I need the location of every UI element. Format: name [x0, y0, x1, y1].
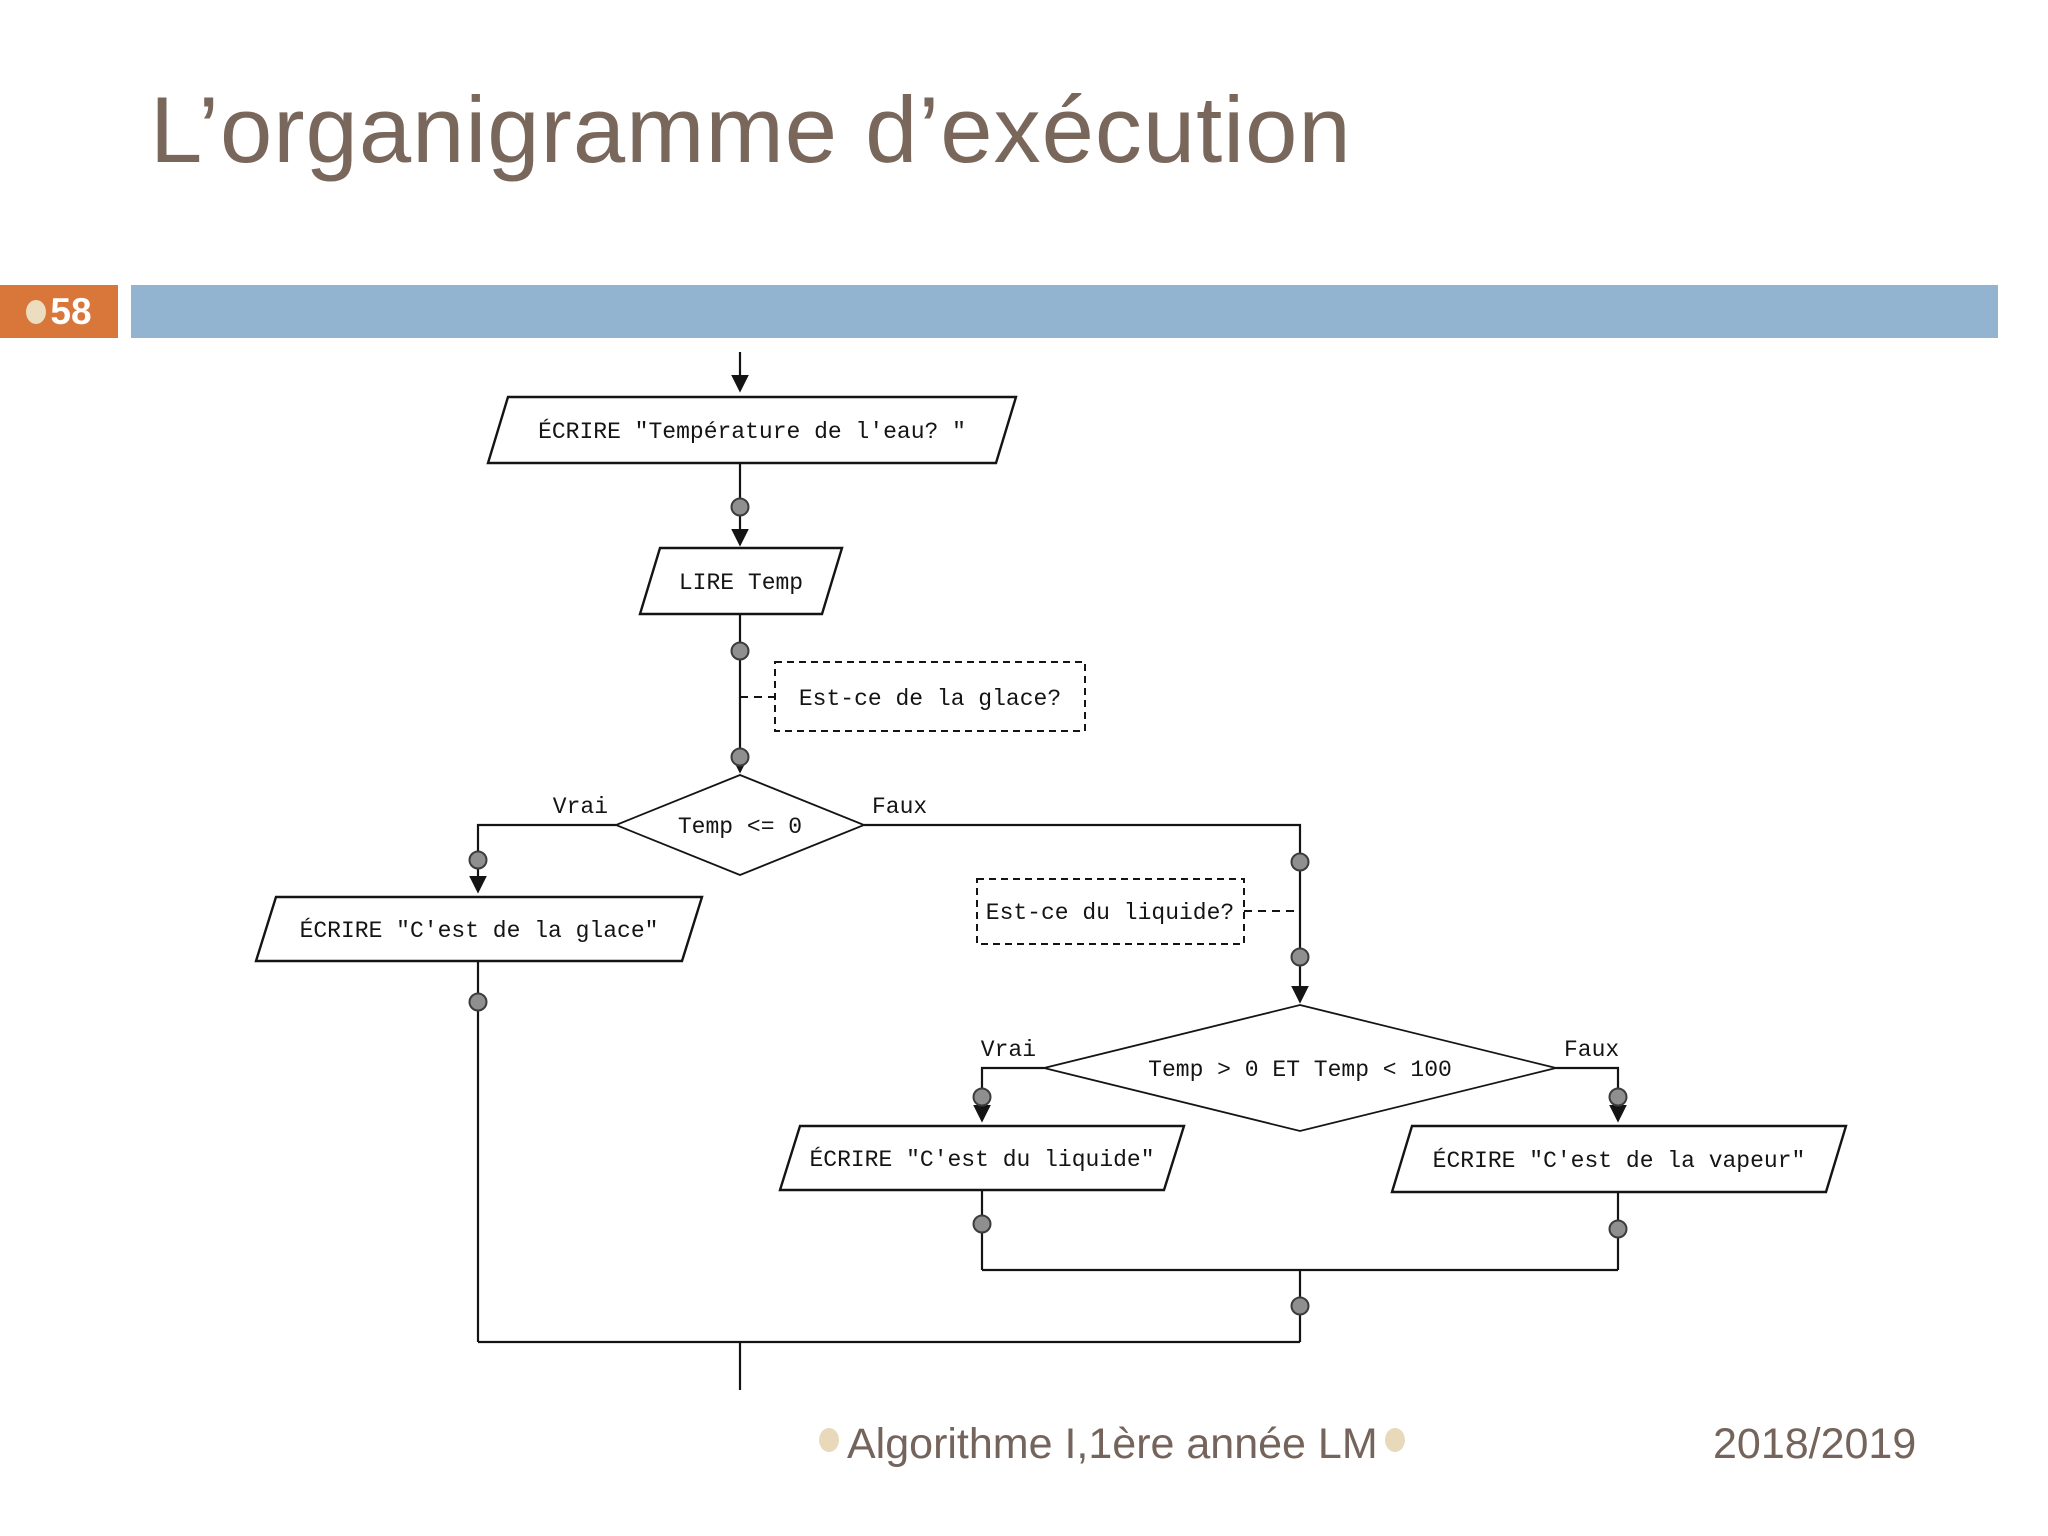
- flow-wire-false-branch: [1556, 1066, 1627, 1123]
- comment-node-ice: Est-ce de la glace?: [774, 661, 1086, 732]
- connector-dot: [972, 1087, 992, 1107]
- io-node-write-vapor: ÉCRIRE "C'est de la vapeur": [1390, 1124, 1848, 1194]
- comment-box: [976, 878, 1245, 945]
- footer: Algorithme I,1ère année LM 2018/2019: [0, 1412, 2048, 1492]
- flow-wire-true-branch: [973, 1066, 1044, 1123]
- io-node-label: ÉCRIRE "C'est de la vapeur": [1433, 1147, 1806, 1174]
- connector-dot: [730, 747, 750, 767]
- connector-dot: [1608, 1219, 1628, 1239]
- page-number-badge: 58: [0, 285, 118, 338]
- branch-true-label: Vrai: [981, 1037, 1036, 1063]
- io-node-label: ÉCRIRE "Température de l'eau? ": [538, 418, 966, 445]
- connector-dot: [468, 850, 488, 870]
- connector-dot: [972, 1214, 992, 1234]
- io-node-label: ÉCRIRE "C'est de la glace": [300, 917, 659, 944]
- flow-wire-false-branch: [864, 823, 1309, 1004]
- io-parallelogram: [638, 546, 844, 616]
- branch-true-label: Vrai: [553, 794, 608, 820]
- comment-node-liquid: Est-ce du liquide?: [976, 878, 1245, 945]
- comment-label: Est-ce de la glace?: [799, 686, 1061, 712]
- page-title: L’organigramme d’exécution: [150, 77, 1352, 182]
- badge-bullet-icon: [26, 299, 47, 324]
- connector-dot: [1290, 1296, 1310, 1316]
- footer-course-label: Algorithme I,1ère année LM: [847, 1420, 1378, 1468]
- io-node-label: LIRE Temp: [679, 570, 803, 596]
- io-node-read-temp: LIRE Temp: [638, 546, 844, 616]
- footer-bullet-icon: [1385, 1428, 1405, 1452]
- decision-node-ice: Temp <= 0 Vrai Faux: [553, 774, 927, 876]
- decision-diamond: [613, 774, 867, 876]
- footer-year-label: 2018/2019: [1713, 1420, 1917, 1468]
- connector-dot: [1608, 1087, 1628, 1107]
- io-parallelogram: [1390, 1124, 1848, 1194]
- comment-label: Est-ce du liquide?: [986, 900, 1234, 926]
- io-node-write-ice: ÉCRIRE "C'est de la glace": [254, 895, 704, 963]
- decision-label: Temp > 0 ET Temp < 100: [1148, 1057, 1452, 1083]
- io-node-write-prompt: ÉCRIRE "Température de l'eau? ": [486, 395, 1018, 465]
- comment-box: [774, 661, 1086, 732]
- branch-false-label: Faux: [872, 794, 927, 820]
- page-number: 58: [50, 291, 92, 332]
- decision-node-liquid: Temp > 0 ET Temp < 100 Vrai Faux: [981, 1004, 1619, 1132]
- decision-label: Temp <= 0: [678, 814, 802, 840]
- io-node-label: ÉCRIRE "C'est du liquide": [809, 1146, 1154, 1173]
- branch-false-label: Faux: [1564, 1037, 1619, 1063]
- decision-diamond: [1043, 1004, 1557, 1132]
- connector-dot: [730, 497, 750, 517]
- connector-dot: [468, 992, 488, 1012]
- flow-wire-true-branch: [469, 823, 616, 894]
- connector-dot: [1290, 947, 1310, 967]
- header-accent-bar: [131, 285, 1998, 338]
- footer-bullet-icon: [819, 1428, 839, 1452]
- connector-dot: [730, 641, 750, 661]
- io-parallelogram: [486, 395, 1018, 465]
- io-parallelogram: [254, 895, 704, 963]
- io-node-write-liquid: ÉCRIRE "C'est du liquide": [778, 1124, 1186, 1192]
- connector-dot: [1290, 852, 1310, 872]
- io-parallelogram: [778, 1124, 1186, 1192]
